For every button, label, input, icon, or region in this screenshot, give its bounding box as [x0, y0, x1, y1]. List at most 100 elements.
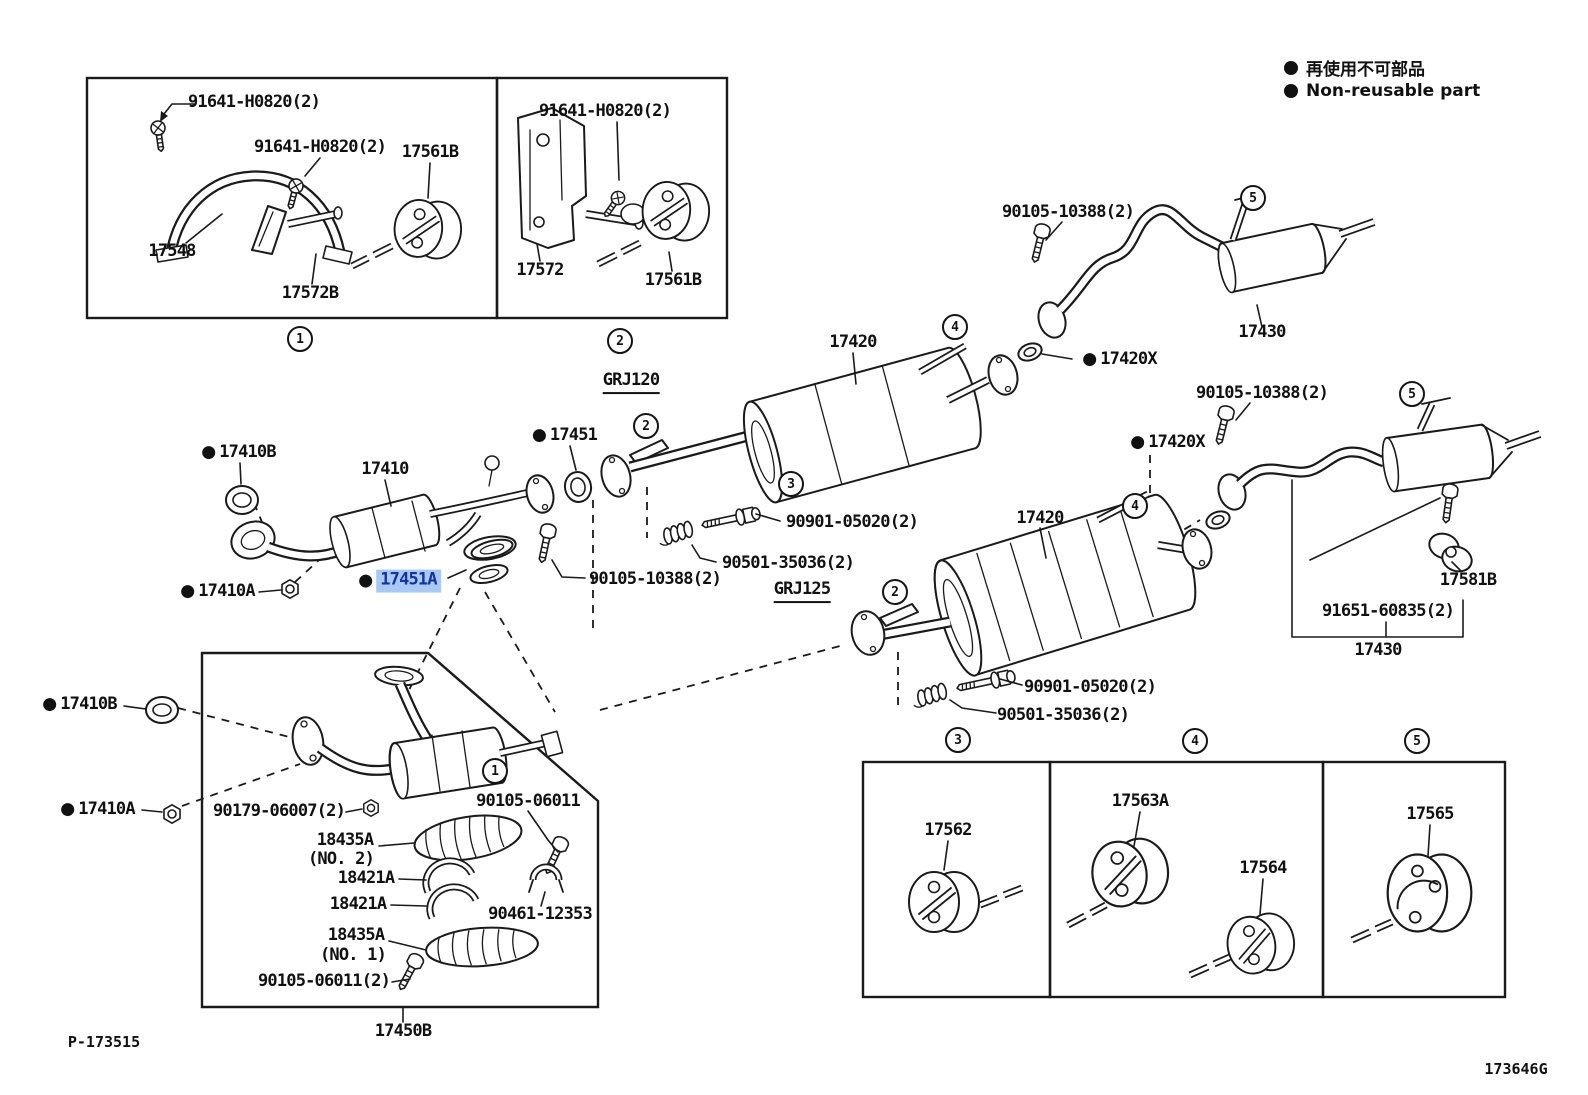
part-label-90501-35036-2[interactable]: 90501-35036(2) — [996, 705, 1130, 726]
non-reusable-bullet-icon — [181, 585, 195, 599]
part-label-90105-06011[interactable]: 90105-06011 — [476, 792, 581, 811]
part-label-91651-60835-2[interactable]: 91651-60835(2) — [1322, 602, 1455, 621]
washer-icon — [620, 203, 646, 225]
part-label-17581b[interactable]: 17581B — [1439, 570, 1497, 591]
part-number-text: 17564 — [1239, 858, 1287, 879]
part-number-text: (NO. 1) — [319, 945, 387, 966]
part-label-17451a[interactable]: 17451A — [359, 569, 441, 593]
part-number-text: 17420 — [1016, 508, 1064, 529]
part-label-91641-h0820-2[interactable]: 91641-H0820(2) — [254, 138, 387, 157]
part-label-17430[interactable]: 17430 — [1354, 640, 1402, 661]
part-label-18421a[interactable]: 18421A — [329, 894, 387, 915]
screw-91641-icon — [149, 119, 170, 154]
part-label-90105-10388-2[interactable]: 90105-10388(2) — [588, 569, 722, 590]
part-label-17410[interactable]: 17410 — [361, 459, 409, 480]
gasket-17410b-grj120 — [225, 485, 259, 515]
circled-number-4: 4 — [1182, 728, 1208, 754]
part-label-90901-05020-2[interactable]: 90901-05020(2) — [786, 513, 919, 532]
part-number-text: 17410A — [198, 581, 255, 602]
part-label-17410b[interactable]: 17410B — [202, 442, 277, 463]
non-reusable-bullet-icon — [1284, 84, 1298, 98]
part-label-17450b[interactable]: 17450B — [375, 1022, 432, 1041]
part-number-text: 17565 — [1406, 804, 1454, 825]
muffler-17420-grj125 — [850, 490, 1213, 677]
non-reusable-bullet-icon — [359, 574, 373, 588]
part-label-17565[interactable]: 17565 — [1406, 804, 1454, 825]
part-number-text: 17581B — [1439, 570, 1497, 591]
part-label-17410a[interactable]: 17410A — [61, 800, 136, 819]
hanger-17561b — [391, 197, 465, 262]
part-label-90105-06011-2[interactable]: 90105-06011(2) — [257, 971, 391, 992]
part-number-text: 18421A — [337, 868, 395, 889]
nut-17410a-icon — [281, 578, 299, 600]
part-label-90501-35036-2[interactable]: 90501-35036(2) — [722, 554, 855, 573]
circled-number-2: 2 — [607, 328, 633, 354]
part-label-18435a[interactable]: 18435A — [328, 926, 385, 945]
circled-number-2: 2 — [882, 579, 908, 605]
part-label-91641-h0820-2[interactable]: 91641-H0820(2) — [539, 102, 672, 121]
part-label-17561b[interactable]: 17561B — [402, 143, 459, 162]
part-label-17420x[interactable]: 17420X — [1131, 432, 1206, 453]
part-label-90179-06007-2[interactable]: 90179-06007(2) — [213, 802, 346, 821]
part-label-17420[interactable]: 17420 — [829, 333, 877, 352]
clamp-90461-12353 — [528, 863, 564, 893]
part-label-17430[interactable]: 17430 — [1238, 323, 1286, 342]
part-number-text: 17561B — [644, 270, 702, 291]
tail-pipe-17430-grj125 — [1217, 397, 1542, 511]
part-number-text: 17410 — [361, 459, 409, 480]
group-label-grj120: GRJ120 — [602, 371, 660, 394]
part-number-text: 17562 — [924, 820, 972, 841]
part-number-text: 17410B — [219, 442, 276, 463]
group-label-grj125: GRJ125 — [773, 580, 831, 603]
non-reusable-bullet-icon — [202, 446, 216, 460]
part-number-text: 17430 — [1354, 640, 1402, 661]
gasket-17420x-grj125 — [1205, 510, 1231, 530]
part-label-17564[interactable]: 17564 — [1239, 858, 1287, 879]
bolt-90105-10388-icon — [1210, 403, 1237, 447]
insulator-17581b — [1428, 532, 1473, 573]
tail-pipe-17430-grj120 — [1037, 192, 1376, 339]
part-label-90901-05020-2[interactable]: 90901-05020(2) — [1024, 678, 1157, 697]
part-label-17451[interactable]: 17451 — [532, 426, 598, 445]
figure-code: 173646G — [1484, 1060, 1548, 1078]
part-label-18421a[interactable]: 18421A — [337, 868, 395, 889]
hanger-box-5 — [1321, 760, 1507, 999]
part-number-text: 17572 — [516, 260, 564, 281]
non-reusable-bullet-icon — [532, 429, 546, 443]
part-label-17572[interactable]: 17572 — [516, 260, 564, 281]
spring-90501-icon — [656, 520, 695, 547]
part-number-text: 17572B — [281, 283, 339, 304]
legend-en-text: Non-reusable part — [1306, 81, 1481, 101]
part-label-90461-12353[interactable]: 90461-12353 — [488, 905, 593, 924]
part-label-17410a[interactable]: 17410A — [181, 581, 256, 602]
detail-box-2 — [495, 76, 729, 320]
part-number-text: 17563A — [1111, 791, 1169, 812]
hanger-17563a — [1087, 834, 1174, 911]
circled-number-4: 4 — [942, 314, 968, 340]
part-label-90105-10388-2[interactable]: 90105-10388(2) — [1196, 384, 1329, 403]
part-label-17548[interactable]: 17548 — [148, 242, 196, 261]
part-label-17420[interactable]: 17420 — [1016, 508, 1064, 529]
part-label-17572b[interactable]: 17572B — [281, 283, 339, 304]
part-label-17410b[interactable]: 17410B — [43, 695, 118, 714]
part-label-90105-10388-2[interactable]: 90105-10388(2) — [1002, 203, 1135, 222]
part-number-text: 90105-06011(2) — [257, 971, 391, 992]
part-number-text: 17420X — [1148, 432, 1205, 453]
part-number-text: 18421A — [329, 894, 387, 915]
part-number-text: 91641-H0820(2) — [187, 92, 321, 113]
part-label-91641-h0820-2[interactable]: 91641-H0820(2) — [187, 92, 321, 113]
center-pipe — [600, 429, 754, 498]
part-number-text: 90105-10388(2) — [588, 569, 722, 590]
part-label-18435a[interactable]: 18435A — [317, 831, 374, 850]
part-number-text: 17451A — [376, 569, 441, 593]
part-label-17561b[interactable]: 17561B — [644, 270, 702, 291]
gasket-17410b-grj125 — [145, 696, 179, 724]
part-label-17563a[interactable]: 17563A — [1111, 791, 1169, 812]
non-reusable-bullet-icon — [1131, 436, 1145, 450]
hanger-17564 — [1222, 908, 1300, 979]
part-label-17562[interactable]: 17562 — [924, 820, 972, 841]
part-label-17420x[interactable]: 17420X — [1083, 350, 1158, 369]
non-reusable-bullet-icon — [1083, 353, 1097, 367]
part-number-text: 90501-35036(2) — [996, 705, 1130, 726]
